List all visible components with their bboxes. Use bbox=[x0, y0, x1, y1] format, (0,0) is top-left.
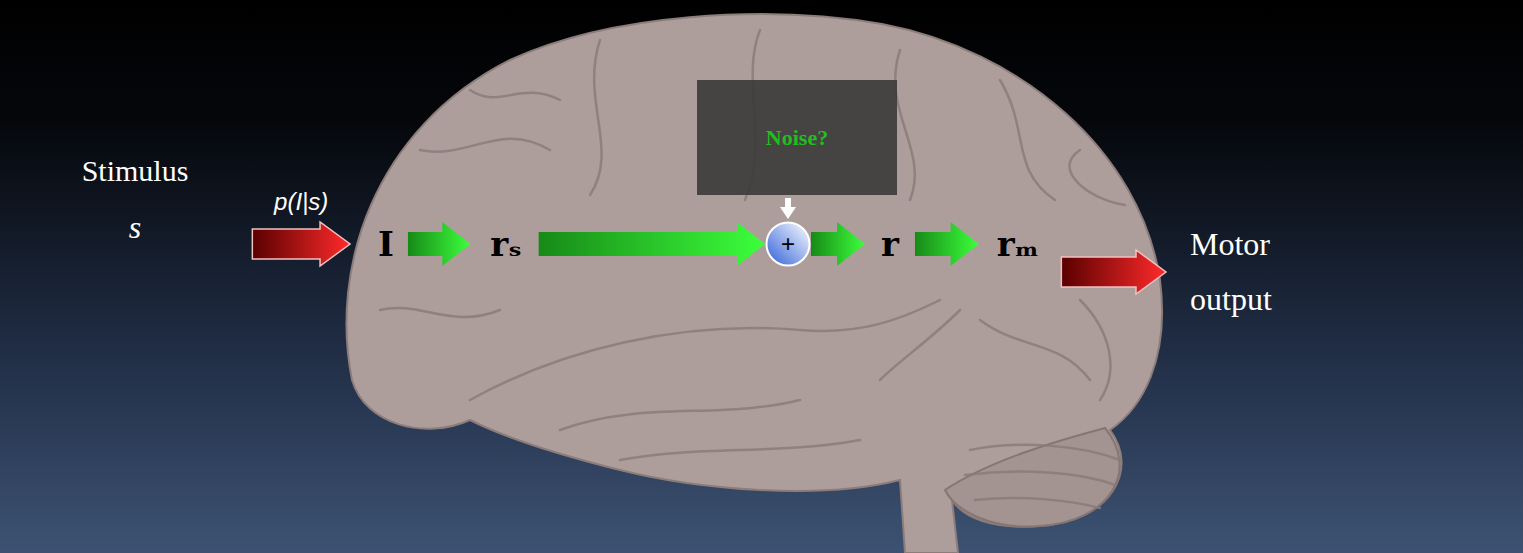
stimulus-label: Stimuluss bbox=[78, 139, 193, 259]
brain-outline bbox=[346, 14, 1162, 553]
node-text: rₛ bbox=[490, 222, 521, 266]
node-text: r bbox=[881, 222, 899, 266]
node-text: + bbox=[781, 232, 795, 256]
variable-symbol: rₛ bbox=[486, 218, 525, 270]
motor-output-label: Motor output bbox=[1186, 213, 1344, 331]
block-arrow bbox=[252, 222, 350, 266]
block-arrow bbox=[811, 222, 865, 266]
brain-folds bbox=[380, 30, 1125, 508]
block-arrow bbox=[408, 222, 470, 266]
node-text: s bbox=[82, 199, 189, 255]
block-arrow bbox=[915, 222, 979, 266]
block-arrow bbox=[539, 222, 765, 266]
node-text: Motor output bbox=[1190, 217, 1340, 327]
node-text: Noise? bbox=[766, 125, 828, 151]
block-arrow bbox=[1061, 250, 1166, 294]
block-arrow bbox=[780, 198, 796, 219]
noise-box: Noise? bbox=[697, 80, 897, 195]
sum-circle-outline bbox=[767, 223, 810, 266]
node-text: Stimulus bbox=[82, 143, 189, 199]
variable-symbol: I bbox=[374, 218, 398, 270]
edge-label: p(I|s) bbox=[274, 188, 328, 216]
sum-circle: + bbox=[765, 221, 811, 267]
variable-symbol: r bbox=[877, 218, 903, 270]
cerebellum bbox=[945, 428, 1120, 527]
variable-symbol: rₘ bbox=[993, 218, 1044, 270]
node-text: rₘ bbox=[997, 222, 1040, 266]
node-text: I bbox=[378, 222, 394, 266]
